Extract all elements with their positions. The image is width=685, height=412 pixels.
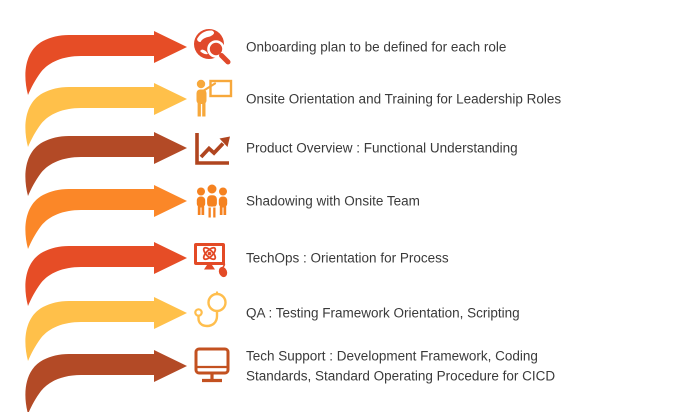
growth-chart-icon [190, 126, 234, 170]
team-icon [190, 179, 234, 223]
row-label: Onboarding plan to be defined for each r… [246, 39, 507, 55]
swoosh-arrow [25, 350, 187, 412]
desktop-monitor-icon [190, 344, 234, 388]
swoosh-arrow [25, 297, 188, 361]
swoosh-arrow [25, 132, 188, 196]
swoosh-arrow [25, 242, 188, 306]
stethoscope-icon [190, 291, 234, 335]
row-label: TechOps : Orientation for Process [246, 250, 449, 266]
row-label: QA : Testing Framework Orientation, Scri… [246, 305, 520, 321]
swoosh-arrow [25, 83, 188, 147]
swoosh-arrow [25, 31, 188, 95]
presenter-whiteboard-icon [190, 77, 234, 121]
row-label: Product Overview : Functional Understand… [246, 140, 518, 156]
row-label: Tech Support : Development Framework, Co… [246, 348, 556, 384]
row-label: Shadowing with Onsite Team [246, 193, 420, 209]
swoosh-arrow [25, 185, 188, 249]
globe-search-icon [190, 25, 234, 69]
techops-monitor-icon [190, 236, 234, 280]
row-label: Onsite Orientation and Training for Lead… [246, 91, 562, 107]
